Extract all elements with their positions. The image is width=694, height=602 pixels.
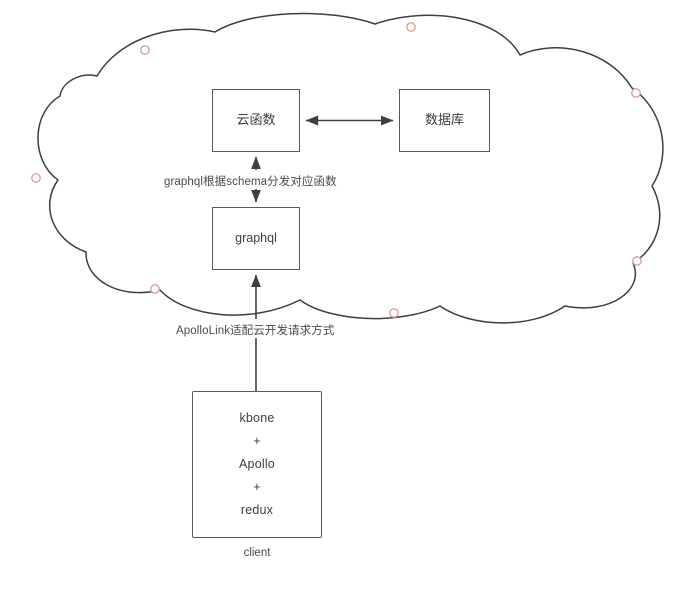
cloud-handle-top-left[interactable] bbox=[140, 45, 150, 55]
client-stack-plus-1: + bbox=[253, 433, 261, 448]
edge-label-apollolink: ApolloLink适配云开发请求方式 bbox=[176, 325, 335, 337]
node-client-stack: kbone + Apollo + redux bbox=[239, 407, 275, 523]
node-client-caption: client bbox=[243, 547, 271, 559]
cloud-handle-top[interactable] bbox=[406, 22, 416, 32]
cloud-handle-right-upper[interactable] bbox=[631, 88, 641, 98]
cloud-handle-left[interactable] bbox=[31, 173, 41, 183]
client-stack-line-redux: redux bbox=[240, 503, 274, 518]
edge-label-graphql-dispatch: graphql根据schema分发对应函数 bbox=[164, 176, 337, 188]
node-cloud-function-label: 云函数 bbox=[236, 112, 276, 128]
cloud-handle-bottom-center[interactable] bbox=[389, 308, 399, 318]
node-database-label: 数据库 bbox=[424, 112, 464, 128]
node-database[interactable]: 数据库 bbox=[399, 89, 490, 152]
cloud-handle-bottom-left[interactable] bbox=[150, 284, 160, 294]
client-stack-plus-2: + bbox=[253, 480, 261, 495]
node-cloud-function[interactable]: 云函数 bbox=[212, 89, 300, 152]
node-graphql-label: graphql bbox=[235, 231, 277, 246]
cloud-boundary-path bbox=[37, 12, 664, 324]
cloud-handle-right-lower[interactable] bbox=[632, 256, 642, 266]
node-client[interactable]: kbone + Apollo + redux bbox=[192, 391, 322, 538]
client-stack-line-kbone: kbone bbox=[239, 410, 275, 425]
node-graphql[interactable]: graphql bbox=[212, 207, 300, 270]
client-stack-line-apollo: Apollo bbox=[239, 456, 275, 471]
